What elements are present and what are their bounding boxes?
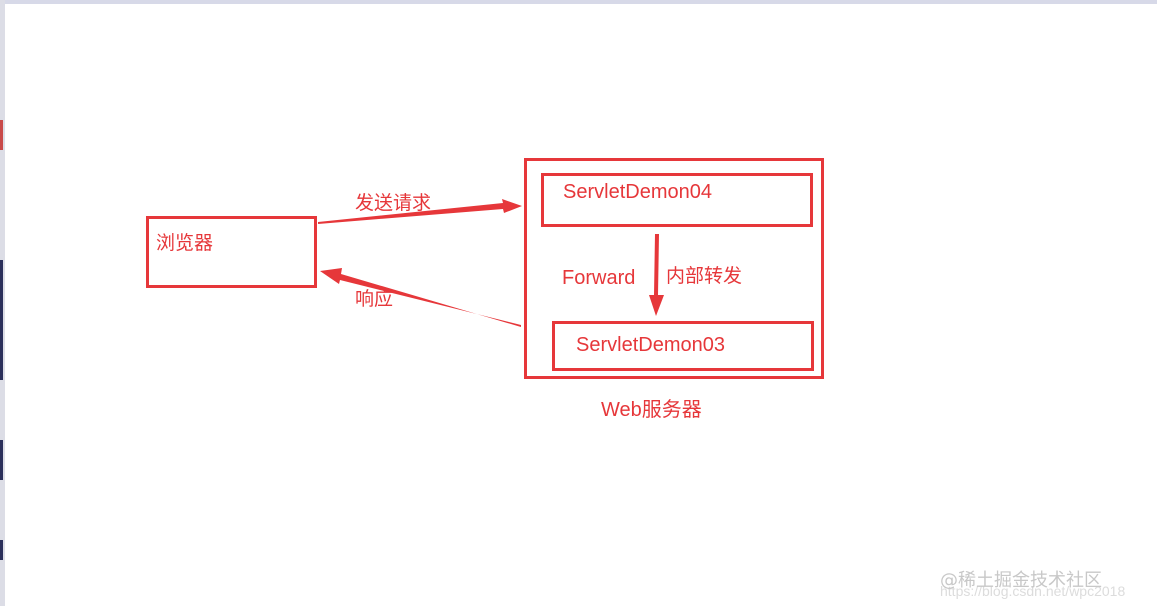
servlet03-label: ServletDemon03 <box>576 334 725 356</box>
browser-label: 浏览器 <box>156 232 214 254</box>
watermark-url: https://blog.csdn.net/wpc2018 <box>940 583 1126 599</box>
web-server-box <box>524 158 824 379</box>
send-request-arrow <box>318 199 522 224</box>
servlet04-label: ServletDemon04 <box>563 181 712 203</box>
response-arrow <box>320 268 521 327</box>
window-left-border <box>0 0 5 606</box>
forward-arrow <box>649 234 664 316</box>
response-label: 响应 <box>355 288 394 310</box>
servlet04-box <box>541 173 813 227</box>
forward-label: Forward <box>562 267 636 289</box>
send-request-label: 发送请求 <box>355 192 432 214</box>
watermark-brand: @稀土掘金技术社区 <box>940 570 1102 591</box>
window-top-border <box>0 0 1157 4</box>
browser-box <box>146 216 317 288</box>
internal-forward-label: 内部转发 <box>666 265 743 287</box>
servlet03-box <box>552 321 814 371</box>
web-server-label: Web服务器 <box>601 399 702 421</box>
